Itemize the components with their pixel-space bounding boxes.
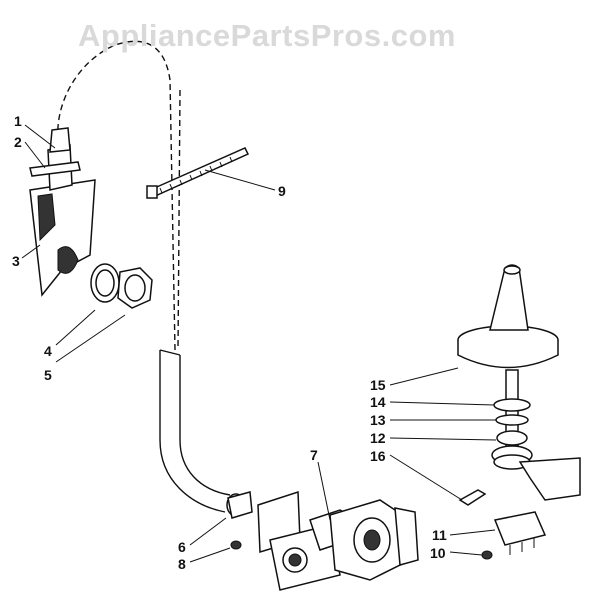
- screw-8: [230, 540, 242, 550]
- callout-8: 8: [178, 556, 186, 572]
- float-switch: [481, 511, 547, 560]
- watermark-text: AppliancePartsPros.com: [78, 18, 456, 53]
- vent-bracket: [29, 127, 96, 297]
- tie-strap: [146, 147, 250, 199]
- callout-11: 11: [432, 527, 447, 543]
- callout-2: 2: [14, 134, 22, 150]
- callout-7: 7: [310, 447, 318, 463]
- callout-4: 4: [44, 343, 52, 359]
- leader-lines: [21, 124, 497, 563]
- nut-washer: [90, 263, 153, 309]
- callout-labels: 1 2 3 4 5 6 7 8 9 10 11 12 13 14 15 16: [12, 113, 447, 572]
- hose-clamp: [226, 491, 253, 519]
- callout-14: 14: [370, 394, 386, 410]
- dashed-hose-line: [57, 40, 176, 351]
- callout-16: 16: [370, 448, 386, 464]
- callout-1: 1: [14, 113, 22, 129]
- dashed-hose-line-2: [177, 89, 181, 351]
- float-assembly: [457, 264, 581, 506]
- callout-15: 15: [370, 377, 386, 393]
- callout-13: 13: [370, 412, 386, 428]
- callout-6: 6: [178, 539, 186, 555]
- callout-5: 5: [44, 367, 52, 383]
- callout-9: 9: [278, 183, 286, 199]
- callout-10: 10: [430, 545, 446, 561]
- callout-3: 3: [12, 253, 20, 269]
- water-valve: [257, 490, 419, 591]
- callout-12: 12: [370, 430, 386, 446]
- drain-hose: [159, 349, 231, 513]
